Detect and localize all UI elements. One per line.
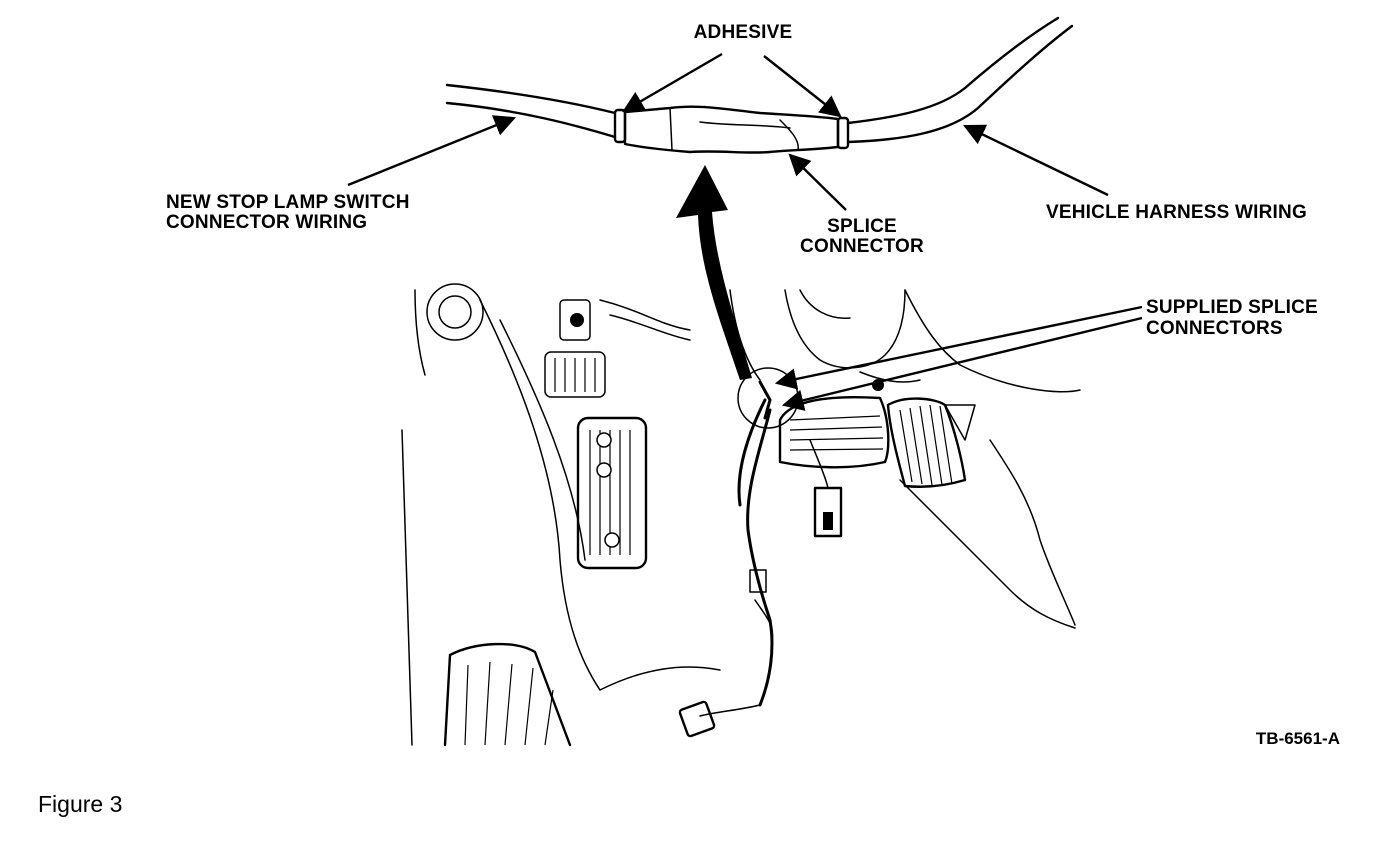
splice-connector-body	[623, 105, 840, 154]
label-supplied-line1: SUPPLIED SPLICE	[1146, 297, 1318, 318]
left-pedal-pad	[576, 416, 648, 570]
wire-splice-detail	[445, 16, 1074, 154]
reference-code: TB-6561-A	[1256, 729, 1340, 748]
label-splice-line1: SPLICE	[827, 216, 897, 237]
label-adhesive: ADHESIVE	[694, 22, 793, 43]
brake-pedal-pad	[778, 395, 890, 469]
harness-cable	[846, 16, 1060, 125]
new-wiring-cable	[445, 83, 617, 115]
adhesive-collar-right	[836, 116, 850, 150]
accelerator-pedal-pad	[886, 397, 967, 488]
label-new-wiring-line1: NEW STOP LAMP SWITCH	[166, 192, 410, 213]
figure-caption: Figure 3	[38, 791, 122, 817]
brake-linkage	[426, 283, 484, 341]
stop-lamp-switch-connector	[813, 486, 843, 538]
leader-lines	[347, 52, 1143, 411]
label-supplied-line2: CONNECTORS	[1146, 318, 1283, 339]
adhesive-collar-left	[613, 108, 627, 144]
lower-pedal	[443, 642, 572, 747]
switch-connector-plug	[678, 700, 716, 738]
label-splice-line2: CONNECTOR	[800, 236, 924, 257]
label-harness: VEHICLE HARNESS WIRING	[1046, 202, 1307, 223]
detail-callout-arrow	[676, 165, 752, 380]
label-new-wiring-line2: CONNECTOR WIRING	[166, 212, 367, 233]
new-wiring-harness	[746, 408, 774, 707]
